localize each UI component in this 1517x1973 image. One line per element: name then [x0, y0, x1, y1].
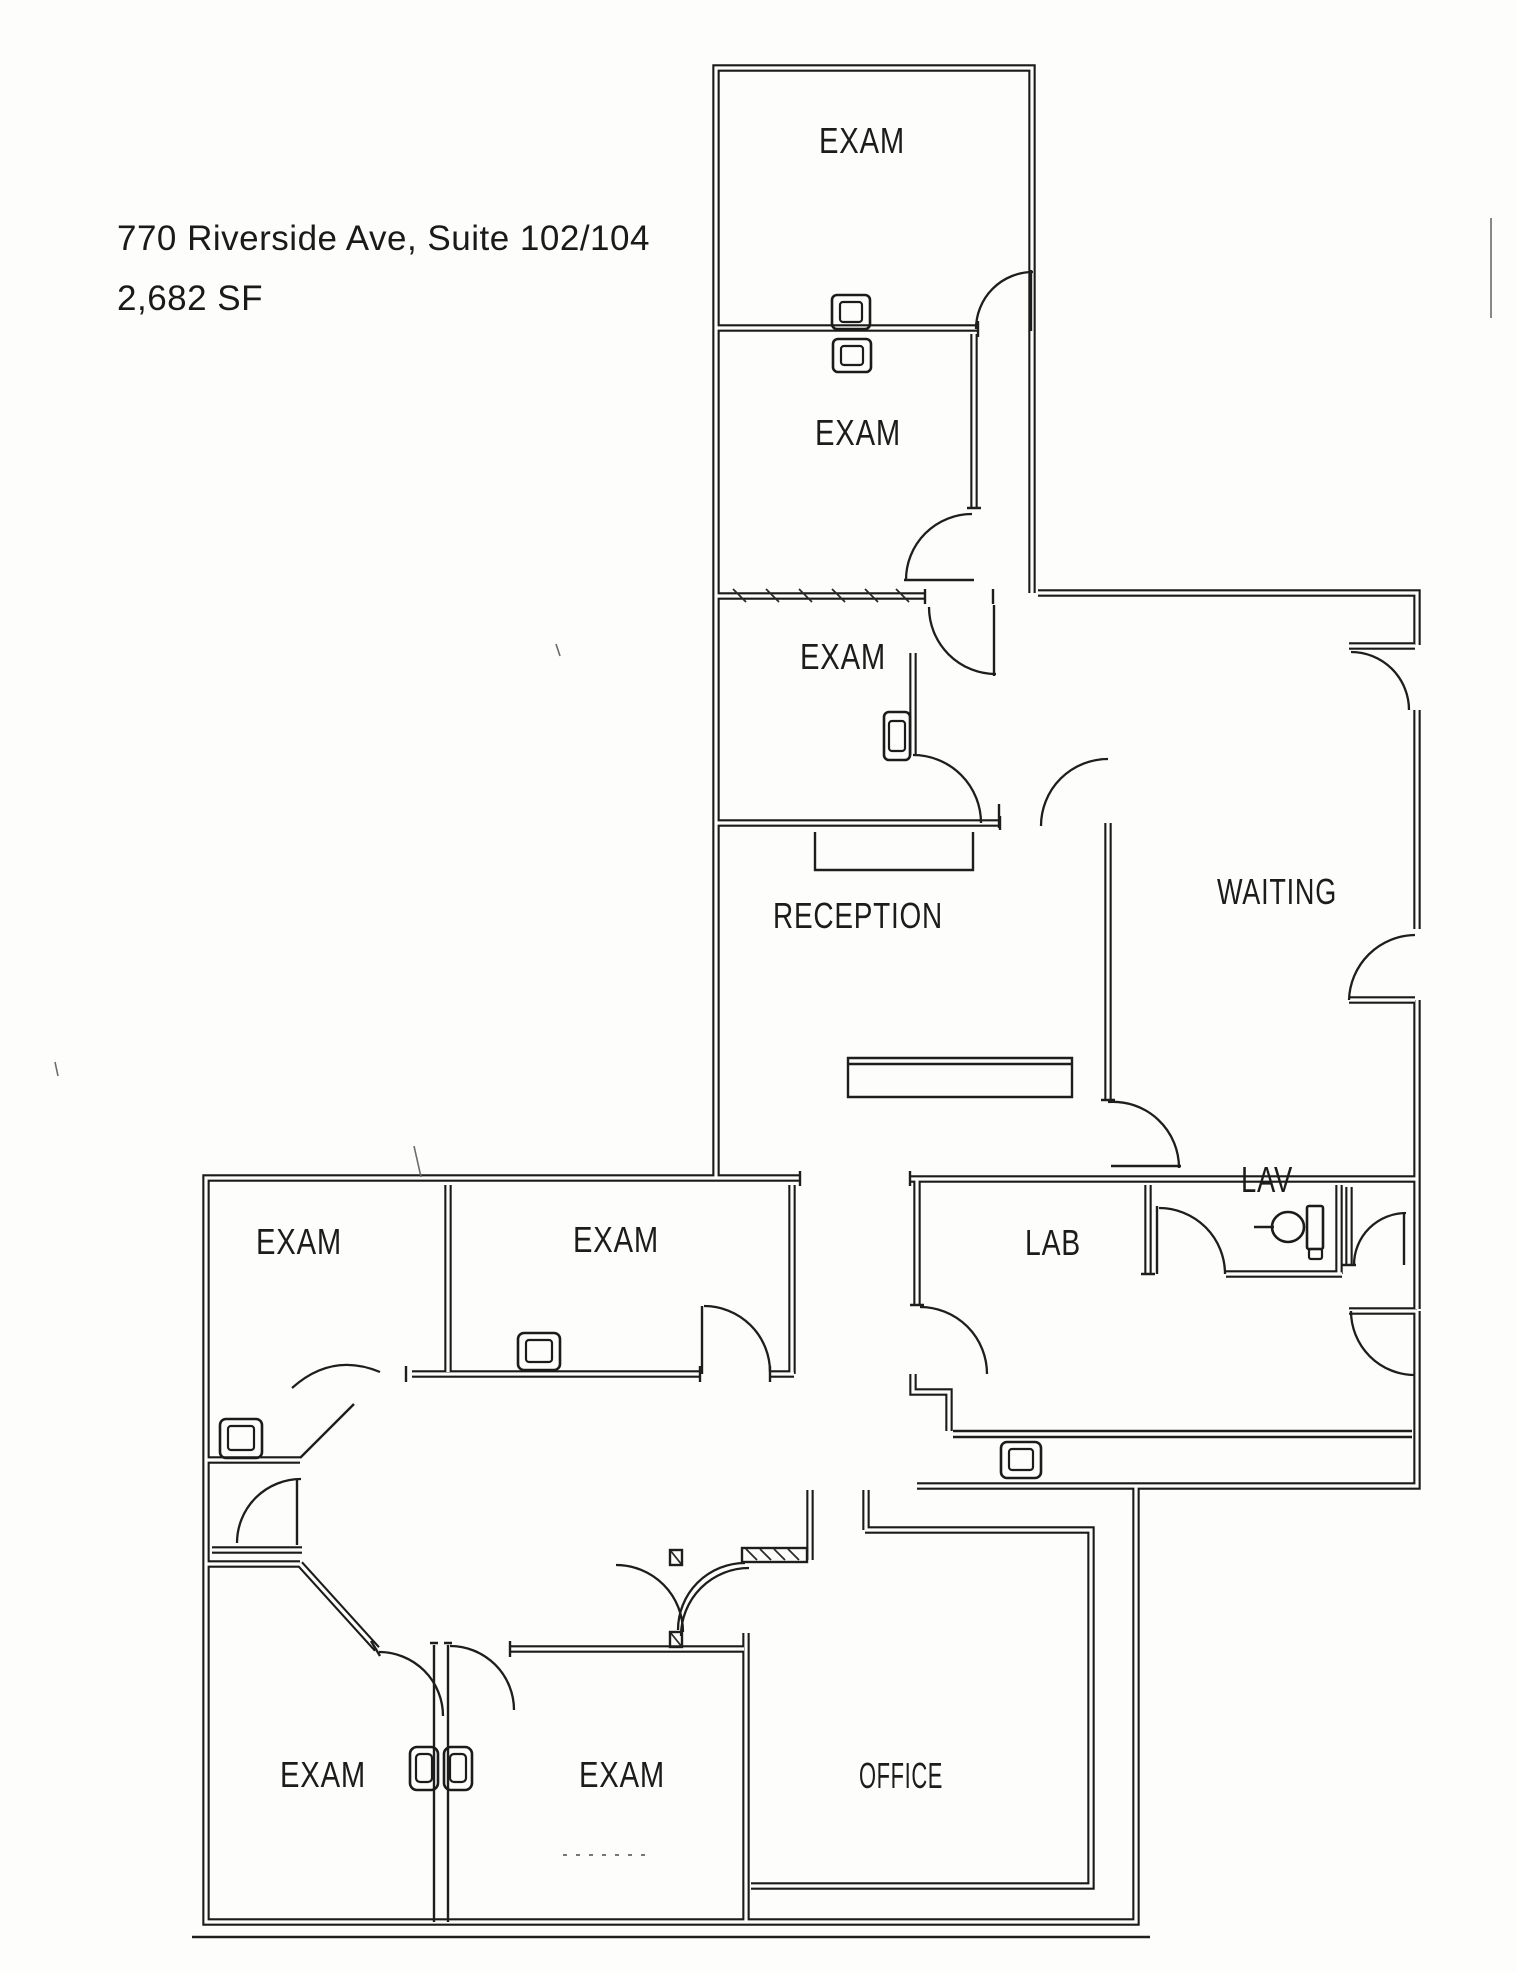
toilet-icon-base	[1307, 1247, 1324, 1261]
dispenser-inner-left	[414, 1752, 434, 1784]
sink-icon-back-hall	[999, 1440, 1043, 1480]
hatched-wall-ticks	[669, 588, 910, 1648]
stray-tick-3	[555, 643, 561, 657]
walls	[192, 64, 1421, 1939]
address-line-2: 2,682 SF	[117, 279, 263, 318]
room-label-exam-south: EXAM	[579, 1754, 665, 1795]
sink-basin-exam-center	[524, 1338, 554, 1364]
scan-artifacts	[54, 218, 1492, 1856]
labels: 770 Riverside Ave, Suite 102/104 2,682 S…	[117, 120, 1337, 1796]
sink-icon-exam-west	[218, 1417, 264, 1460]
door-post-lower	[668, 1630, 684, 1649]
sink-basin-back-hall	[1007, 1447, 1035, 1472]
room-label-exam-top: EXAM	[819, 120, 905, 161]
sink-basin-exam-mid	[887, 719, 907, 753]
sink-basin-exam-top	[838, 300, 864, 324]
dispenser-inner-right	[448, 1752, 468, 1784]
sink-icon-exam-center	[516, 1331, 562, 1372]
pocket-threshold	[740, 1546, 809, 1564]
sink-basin-exam-west	[226, 1424, 256, 1452]
wall-end-caps	[369, 321, 1356, 1657]
sink-icon-exam-top	[830, 293, 872, 331]
room-label-lav: LAV	[1241, 1159, 1293, 1200]
room-label-lab: LAB	[1025, 1222, 1081, 1263]
sink-icon-exam-mid	[882, 710, 912, 762]
wall-hatching	[668, 588, 910, 1649]
door-leaves	[295, 270, 1406, 1922]
toilet-icon-tank	[1305, 1204, 1325, 1251]
door-post-upper	[668, 1548, 684, 1567]
fixtures	[218, 293, 1325, 1792]
wall-outline	[202, 64, 1421, 1926]
room-label-exam-upper: EXAM	[815, 412, 901, 453]
dispenser-icon-left	[408, 1745, 440, 1792]
sink-basin-exam-upper	[839, 344, 865, 367]
reception-counter	[813, 832, 1074, 1099]
door-arcs	[235, 270, 1416, 1717]
sink-icon-exam-upper	[831, 337, 873, 374]
room-label-office: OFFICE	[859, 1755, 943, 1796]
room-label-waiting: WAITING	[1217, 871, 1337, 912]
door-leaves-and-counters	[295, 270, 1412, 1922]
room-label-exam-west: EXAM	[256, 1221, 342, 1262]
address-line-1: 770 Riverside Ave, Suite 102/104	[117, 219, 650, 258]
door-swings	[235, 270, 1416, 1717]
room-label-exam-center: EXAM	[573, 1219, 659, 1260]
dispenser-icon-right	[442, 1745, 474, 1792]
toilet-icon-bowl	[1270, 1210, 1306, 1244]
room-label-exam-sw: EXAM	[280, 1754, 366, 1795]
wall-cavity	[204, 66, 1419, 1924]
back-hall-counter	[953, 1429, 1412, 1439]
room-label-reception: RECEPTION	[773, 895, 943, 936]
stray-tick-1	[413, 1145, 422, 1178]
room-label-exam-mid: EXAM	[800, 636, 886, 677]
stray-tick-2	[54, 1061, 59, 1077]
